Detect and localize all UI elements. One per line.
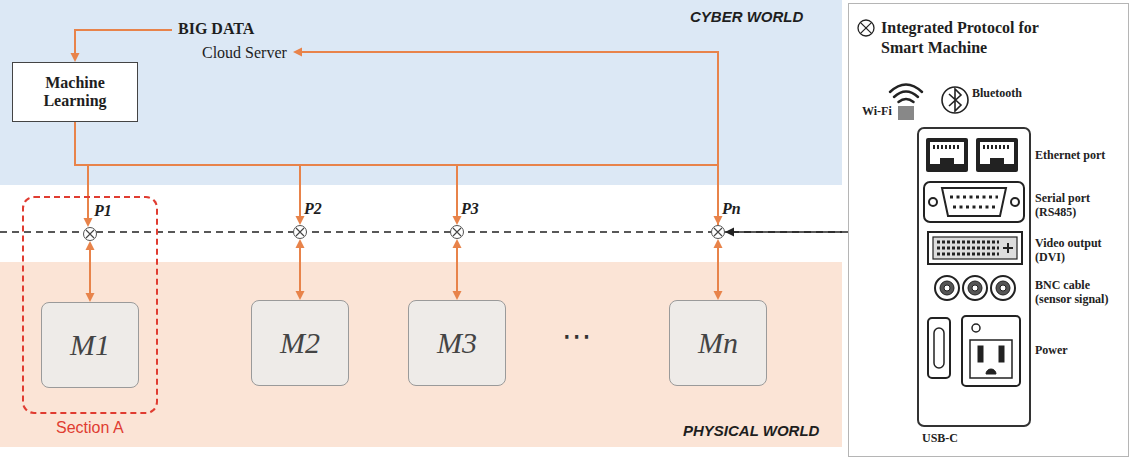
protocol-label: P1	[94, 202, 112, 220]
connector-line	[456, 246, 458, 293]
machine-box: M1	[41, 302, 139, 388]
server-heading: BIG DATA	[178, 20, 254, 38]
arrow-head	[296, 239, 305, 248]
connector-line	[75, 122, 88, 220]
process-label: Machine Learning	[23, 74, 127, 111]
arrow-head	[86, 241, 95, 250]
machine-label: Mn	[698, 326, 738, 360]
connector-line	[717, 246, 719, 293]
machine-label: M3	[437, 326, 477, 360]
serial-port	[924, 182, 1024, 222]
port-label: Bluetooth	[972, 86, 1022, 100]
connector	[293, 48, 718, 226]
connector-line	[75, 122, 457, 218]
protocol-node: P1	[83, 227, 97, 241]
connector	[75, 122, 723, 225]
protocol-node: P3	[450, 225, 464, 239]
bluetooth-icon	[942, 87, 968, 113]
connector-line	[89, 248, 91, 295]
usb-c-port	[928, 318, 950, 378]
section-label: Section A	[56, 419, 124, 437]
cross-symbol	[84, 228, 96, 240]
port-label: Power	[1035, 343, 1068, 357]
protocol-label: P2	[304, 200, 322, 218]
cross-symbol	[294, 226, 306, 238]
connector	[714, 239, 723, 300]
protocol-symbol	[858, 20, 874, 36]
cross-symbol	[451, 226, 463, 238]
server-name: Cloud Server	[202, 44, 287, 62]
region-title: PHYSICAL WORLD	[683, 422, 819, 439]
machine-box: Mn	[669, 300, 767, 386]
port-label: BNC cable (sensor signal)	[1035, 278, 1127, 307]
machine-box: M2	[251, 300, 349, 386]
port-label: Ethernet port	[1035, 148, 1127, 162]
arrow-head	[725, 228, 734, 237]
port-label: Video output (DVI)	[1035, 236, 1121, 265]
arrow-head	[453, 216, 462, 225]
connector	[725, 228, 848, 237]
protocol-label: Pn	[722, 200, 741, 218]
dvi-port	[928, 232, 1022, 264]
connector-line	[75, 122, 718, 218]
arrow-head	[296, 216, 305, 225]
arrow-head	[86, 293, 95, 302]
power-socket	[962, 316, 1020, 386]
machine-label: M1	[70, 328, 110, 362]
port-label: Wi-Fi	[862, 104, 892, 118]
arrow-head	[453, 239, 462, 248]
cross-symbol	[712, 226, 724, 238]
process-box: Machine Learning	[12, 62, 138, 122]
arrow-head	[714, 239, 723, 248]
connector-line	[300, 52, 718, 225]
ethernet-ports	[926, 138, 1018, 172]
protocol-label: P3	[461, 200, 479, 218]
connector	[75, 122, 462, 225]
ellipsis-mark: ⋯	[562, 318, 592, 353]
arrow-head	[714, 291, 723, 300]
connector-line	[75, 30, 172, 55]
bnc-connectors	[935, 276, 1015, 300]
panel-heading: Integrated Protocol for Smart Machine	[881, 18, 1061, 58]
wifi-icon	[890, 85, 922, 121]
arrow-head	[71, 53, 80, 62]
section-highlight: Section AP1M1	[22, 196, 158, 414]
arrow-head	[296, 291, 305, 300]
machine-box: M3	[408, 300, 506, 386]
connector	[75, 122, 93, 227]
cloud-server: BIG DATA Cloud Server	[172, 20, 293, 64]
arrow-head	[293, 48, 302, 57]
connector	[75, 122, 305, 225]
protocol-node: Pn	[711, 225, 725, 239]
connector	[453, 239, 462, 300]
cyber-world-band: CYBER WORLD BIG DATA Cloud ServerMachine L…	[0, 0, 842, 185]
connector-line	[75, 122, 300, 218]
port-label: USB-C	[922, 431, 958, 445]
connector-line	[299, 246, 301, 293]
protocol-panel: Integrated Protocol for Smart Machine	[848, 3, 1129, 457]
arrow-head	[84, 218, 93, 227]
port-label: Serial port (RS485)	[1035, 191, 1121, 220]
protocol-node: P2	[293, 225, 307, 239]
connector	[71, 30, 173, 62]
region-title: CYBER WORLD	[690, 8, 803, 25]
device-body	[918, 128, 1030, 426]
connector	[296, 239, 305, 300]
machine-label: M2	[280, 326, 320, 360]
connector-line	[732, 231, 848, 232]
arrow-head	[453, 291, 462, 300]
connector	[86, 241, 95, 302]
